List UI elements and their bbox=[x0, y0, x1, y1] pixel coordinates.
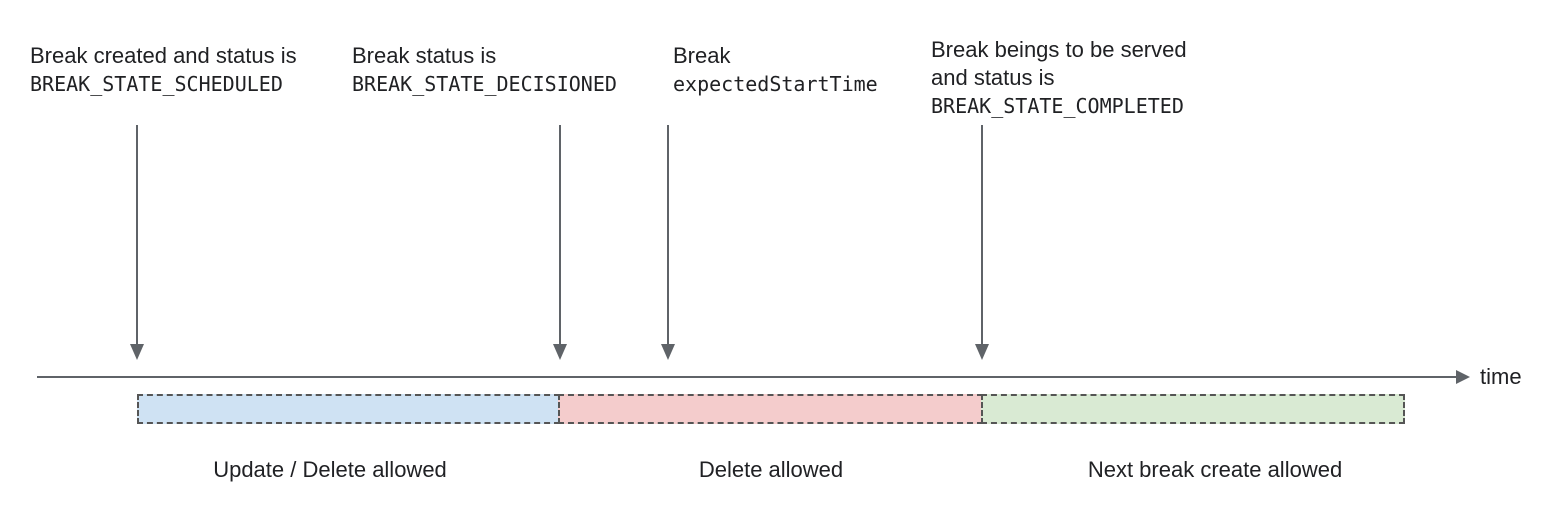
annotation-scheduled-state: BREAK_STATE_SCHEDULED bbox=[30, 72, 283, 96]
down-arrow-completed bbox=[975, 125, 989, 360]
annotation-expected-start-time: Break expectedStartTime bbox=[673, 42, 878, 98]
annotation-expected-start-field: expectedStartTime bbox=[673, 72, 878, 96]
annotation-completed: Break beings to be served and status is … bbox=[931, 36, 1187, 120]
annotation-expected-start-text: Break bbox=[673, 43, 731, 68]
annotation-scheduled-text: Break created and status is bbox=[30, 43, 297, 68]
segment-next-break-create-allowed bbox=[981, 394, 1405, 424]
time-axis-arrowhead-icon bbox=[1456, 370, 1470, 384]
annotation-scheduled: Break created and status is BREAK_STATE_… bbox=[30, 42, 297, 98]
annotation-decisioned-state: BREAK_STATE_DECISIONED bbox=[352, 72, 617, 96]
down-arrow-decisioned bbox=[553, 125, 567, 360]
segment-label-delete-allowed: Delete allowed bbox=[698, 457, 844, 482]
annotation-completed-state: BREAK_STATE_COMPLETED bbox=[931, 94, 1184, 118]
segment-update-delete-allowed bbox=[137, 394, 560, 424]
annotation-decisioned: Break status is BREAK_STATE_DECISIONED bbox=[352, 42, 617, 98]
segment-label-update-delete-allowed: Update / Delete allowed bbox=[213, 457, 447, 482]
annotation-completed-text-2: and status is bbox=[931, 65, 1055, 90]
time-axis-label: time bbox=[1480, 364, 1522, 389]
annotation-decisioned-text: Break status is bbox=[352, 43, 497, 68]
segment-delete-allowed bbox=[558, 394, 983, 424]
time-axis-line bbox=[37, 376, 1456, 378]
annotation-completed-text-1: Break beings to be served bbox=[931, 37, 1187, 62]
down-arrow-expected-start-time bbox=[661, 125, 675, 360]
segment-label-next-break-create-allowed: Next break create allowed bbox=[1087, 457, 1343, 482]
phase-segments-bar bbox=[137, 394, 1405, 424]
down-arrow-scheduled bbox=[130, 125, 144, 360]
